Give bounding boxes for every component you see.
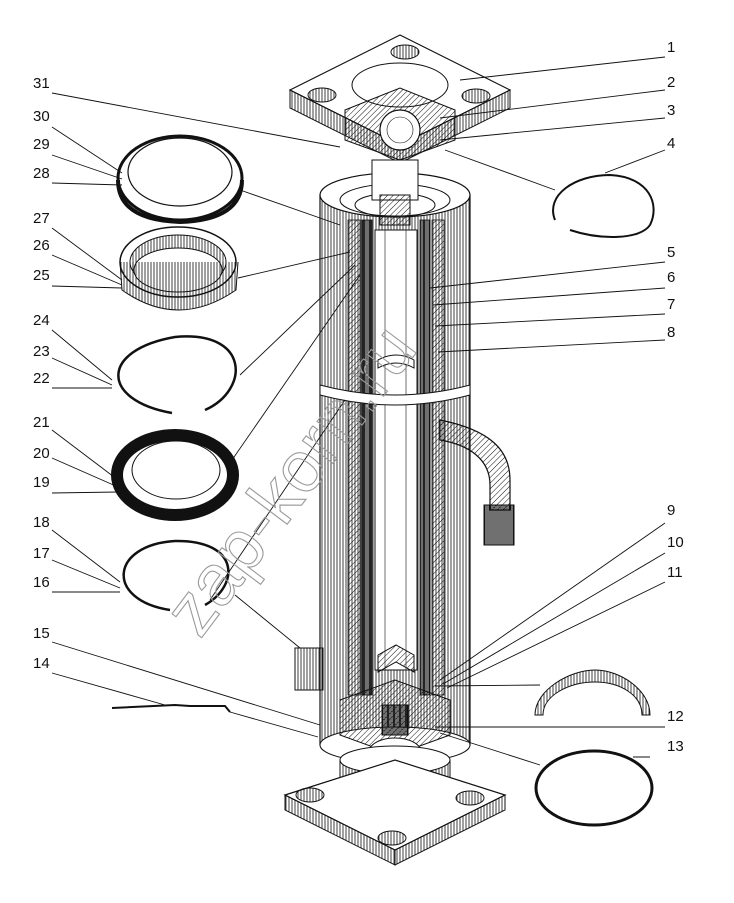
top-flange [288, 34, 512, 164]
callout-18: 18 [33, 514, 50, 531]
callout-6: 6 [667, 269, 676, 286]
seal-19-21 [111, 429, 239, 521]
callout-8: 8 [667, 324, 676, 341]
callout-15: 15 [33, 625, 50, 642]
callout-22: 22 [33, 370, 50, 387]
main-cylinder [294, 159, 471, 767]
snap-ring-16-18 [122, 539, 230, 612]
callout-12: 12 [667, 708, 684, 725]
callout-7: 7 [667, 296, 676, 313]
wire-14 [111, 703, 231, 713]
callout-21: 21 [33, 414, 50, 431]
callout-3: 3 [667, 102, 676, 119]
leader-lines [51, 56, 666, 766]
half-ring-12 [534, 669, 651, 716]
callout-9: 9 [667, 502, 676, 519]
ring-28-30 [116, 134, 244, 225]
hose-elbow [439, 419, 515, 546]
bottom-flange [283, 745, 507, 866]
callout-13: 13 [667, 738, 684, 755]
callout-29: 29 [33, 136, 50, 153]
callout-24: 24 [33, 312, 50, 329]
callout-28: 28 [33, 165, 50, 182]
callout-17: 17 [33, 545, 50, 562]
callout-30: 30 [33, 108, 50, 125]
callout-16: 16 [33, 574, 50, 591]
callout-27: 27 [33, 210, 50, 227]
callout-19: 19 [33, 474, 50, 491]
callout-11: 11 [667, 564, 683, 581]
retaining-ring-4 [552, 173, 655, 238]
callout-14: 14 [33, 655, 50, 672]
callout-25: 25 [33, 267, 50, 284]
callout-10: 10 [667, 534, 684, 551]
callout-23: 23 [33, 343, 50, 360]
callout-1: 1 [667, 39, 676, 56]
callout-26: 26 [33, 237, 50, 254]
callout-20: 20 [33, 445, 50, 462]
snap-ring-22-24 [117, 335, 237, 415]
bushing-25-27 [119, 226, 239, 311]
callout-4: 4 [667, 135, 676, 152]
callout-2: 2 [667, 74, 676, 91]
o-ring-13 [534, 749, 654, 827]
callout-5: 5 [667, 244, 676, 261]
callout-31: 31 [33, 75, 50, 92]
